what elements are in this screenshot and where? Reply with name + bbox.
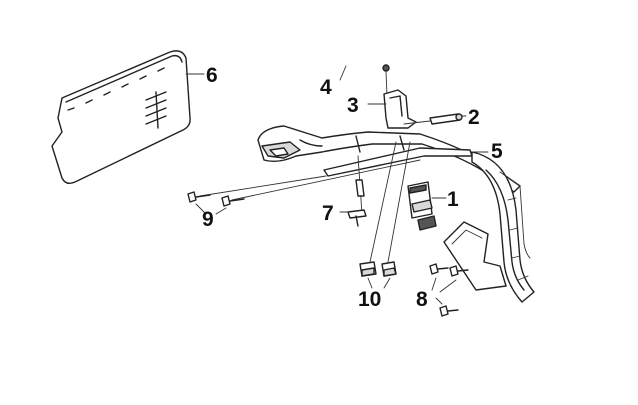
part-9-screws	[187, 159, 421, 215]
part-4-pin	[339, 60, 390, 119]
callout-5: 5	[491, 140, 503, 163]
part-7-bolt	[339, 155, 367, 227]
part-3-bracket	[367, 89, 417, 129]
part-8-screws	[429, 263, 469, 317]
callout-2: 2	[468, 106, 480, 129]
part-1-latch	[407, 181, 447, 231]
callout-4: 4	[320, 76, 332, 99]
callout-8: 8	[416, 288, 428, 311]
part-2-bolt	[403, 113, 467, 125]
callout-1: 1	[447, 188, 459, 211]
callout-9: 9	[202, 208, 214, 231]
part-8-side-plate	[443, 221, 507, 291]
callout-3: 3	[347, 94, 359, 117]
callout-10: 10	[358, 288, 381, 311]
part-5-fender-assembly	[257, 125, 535, 303]
callout-6: 6	[206, 64, 218, 87]
part-6-mud-flap	[51, 50, 205, 185]
part-10-nuts	[359, 141, 411, 289]
callout-7: 7	[322, 202, 334, 225]
